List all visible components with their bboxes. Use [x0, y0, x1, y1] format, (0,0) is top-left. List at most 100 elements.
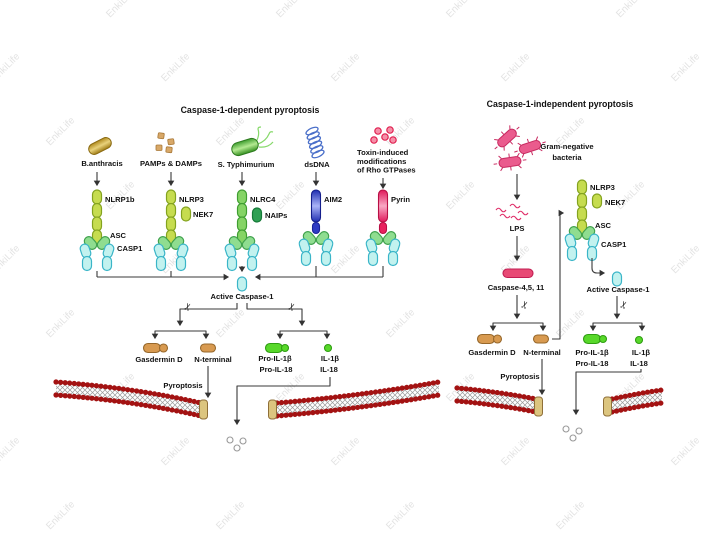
pro-il1b-label: Pro-IL-1β	[575, 348, 609, 357]
aim2-inflammasome: AIM2	[298, 189, 342, 266]
b-anthracis-icon	[88, 137, 112, 155]
nlrc4-inflammasome: NLRC4 NAIPs	[224, 190, 287, 271]
pyrin-inflammasome: Pyrin	[365, 189, 410, 266]
nlrp3-inflammasome: NLRP3 NEK7	[153, 190, 213, 271]
b-anthracis-label: B.anthracis	[81, 159, 122, 168]
watermark-text: EnkiLife	[554, 307, 587, 340]
il-icon	[634, 335, 644, 345]
caspase-4-5-11-label: Caspase-4,5, 11	[488, 283, 545, 292]
toxin-label: Toxin-induced modifications of Rho GTPas…	[357, 148, 416, 175]
il1b-label: IL-1β	[321, 354, 340, 363]
released-cytokines	[562, 425, 583, 442]
scissors-icon: ✂	[618, 299, 631, 311]
nlrp1b-inflammasome: NLRP1b ASC CASP1	[79, 190, 143, 271]
watermark-text: EnkiLife	[669, 51, 702, 84]
watermark-text: EnkiLife	[669, 435, 702, 468]
pyrin-label: Pyrin	[391, 195, 410, 204]
watermark-text: EnkiLife	[44, 115, 77, 148]
dsdna-label: dsDNA	[304, 160, 330, 169]
watermark-text: EnkiLife	[614, 179, 647, 212]
aim2-label: AIM2	[324, 195, 342, 204]
cell-membrane	[454, 385, 665, 417]
casp1-to-active-arrow	[591, 258, 606, 277]
pro-il-icon	[264, 342, 290, 354]
pore-edge	[268, 399, 277, 420]
active-caspase1-label: Active Caspase-1	[211, 292, 275, 301]
gasdermin-d-icon	[476, 333, 503, 345]
scissors-icon: ✂	[519, 299, 532, 311]
watermark-text: EnkiLife	[274, 0, 307, 20]
n-terminal-icon	[532, 334, 550, 344]
nlrp3-label: NLRP3	[590, 183, 615, 192]
active-caspase1-label: Active Caspase-1	[587, 285, 651, 294]
watermark-text: EnkiLife	[384, 499, 417, 532]
watermark-text: EnkiLife	[44, 307, 77, 340]
pamps-damps-label: PAMPs & DAMPs	[140, 159, 202, 168]
watermark-text: EnkiLife	[44, 499, 77, 532]
pro-il18-label: Pro-IL-18	[576, 359, 609, 368]
watermark-text: EnkiLife	[384, 307, 417, 340]
watermark-text: EnkiLife	[104, 0, 137, 20]
pro-il18-label: Pro-IL-18	[260, 365, 293, 374]
il-release-path	[233, 377, 331, 426]
watermark-text: EnkiLife	[499, 51, 532, 84]
naips-molecule	[251, 207, 263, 223]
gsdmd-branch	[489, 322, 547, 332]
released-cytokines	[226, 436, 247, 452]
lps-label: LPS	[510, 224, 525, 233]
gasdermin-d-label: Gasdermin D	[135, 355, 183, 364]
left-section-title: Caspase-1-dependent pyroptosis	[181, 105, 320, 115]
svg-text:Toxin-induced: Toxin-induced	[357, 148, 409, 157]
naips-label: NAIPs	[265, 211, 287, 220]
watermark-text: EnkiLife	[444, 0, 477, 20]
il-icon	[323, 343, 333, 353]
nek7-label: NEK7	[605, 198, 625, 207]
watermark-text: EnkiLife	[214, 499, 247, 532]
pro-il1b-label: Pro-IL-1β	[258, 354, 292, 363]
caspase1-independent-section: Caspase-1-independent pyroptosis Gram-ne…	[454, 99, 665, 442]
cleavage-branches: ✂ ✂	[151, 301, 331, 340]
nlrp1b-label: NLRP1b	[105, 195, 135, 204]
lps-icon	[495, 203, 529, 221]
pyroptosis-label: Pyroptosis	[163, 381, 202, 390]
il18-label: IL-18	[630, 359, 648, 368]
svg-text:modifications: modifications	[357, 157, 406, 166]
watermark-text: EnkiLife	[329, 51, 362, 84]
pro-il-icon	[582, 333, 608, 345]
n-terminal-label: N-terminal	[194, 355, 232, 364]
watermark-text: EnkiLife	[0, 435, 23, 468]
watermark-text: EnkiLife	[159, 435, 192, 468]
rho-gtpase-toxin-icon	[370, 126, 397, 144]
watermark-text: EnkiLife	[329, 243, 362, 276]
il1b-label: IL-1β	[632, 348, 651, 357]
gasdermin-d-icon	[142, 342, 169, 354]
gram-negative-label-2: bacteria	[552, 153, 582, 162]
gasdermin-d-label: Gasdermin D	[468, 348, 516, 357]
watermark-text: EnkiLife	[0, 243, 23, 276]
dsdna-icon	[305, 126, 325, 159]
s-typhimurium-label: S. Typhimurium	[218, 160, 275, 169]
right-section-title: Caspase-1-independent pyroptosis	[487, 99, 634, 109]
watermark-text: EnkiLife	[554, 499, 587, 532]
active-caspase1-molecule	[236, 276, 248, 292]
asc-label: ASC	[110, 231, 127, 240]
casp1-label: CASP1	[601, 240, 627, 249]
caspase1-dependent-section: Caspase-1-dependent pyroptosis	[53, 105, 442, 452]
il-branch	[589, 322, 646, 332]
pore-edge	[534, 396, 543, 417]
pyroptosis-label: Pyroptosis	[500, 372, 539, 381]
watermark-text: EnkiLife	[329, 435, 362, 468]
n-terminal-label: N-terminal	[523, 348, 561, 357]
pore-edge	[603, 396, 612, 417]
nek7-label: NEK7	[193, 210, 213, 219]
watermark-text: EnkiLife	[614, 0, 647, 20]
nlrc4-label: NLRC4	[250, 195, 276, 204]
nlrp3-inflammasome: NLRP3 NEK7 ASC CASP1	[564, 180, 627, 261]
watermark-text: EnkiLife	[274, 179, 307, 212]
scissors-icon: ✂	[286, 301, 299, 313]
watermark-text: EnkiLife	[669, 243, 702, 276]
nterminal-feedback-arrow	[552, 209, 565, 340]
il18-label: IL-18	[320, 365, 338, 374]
